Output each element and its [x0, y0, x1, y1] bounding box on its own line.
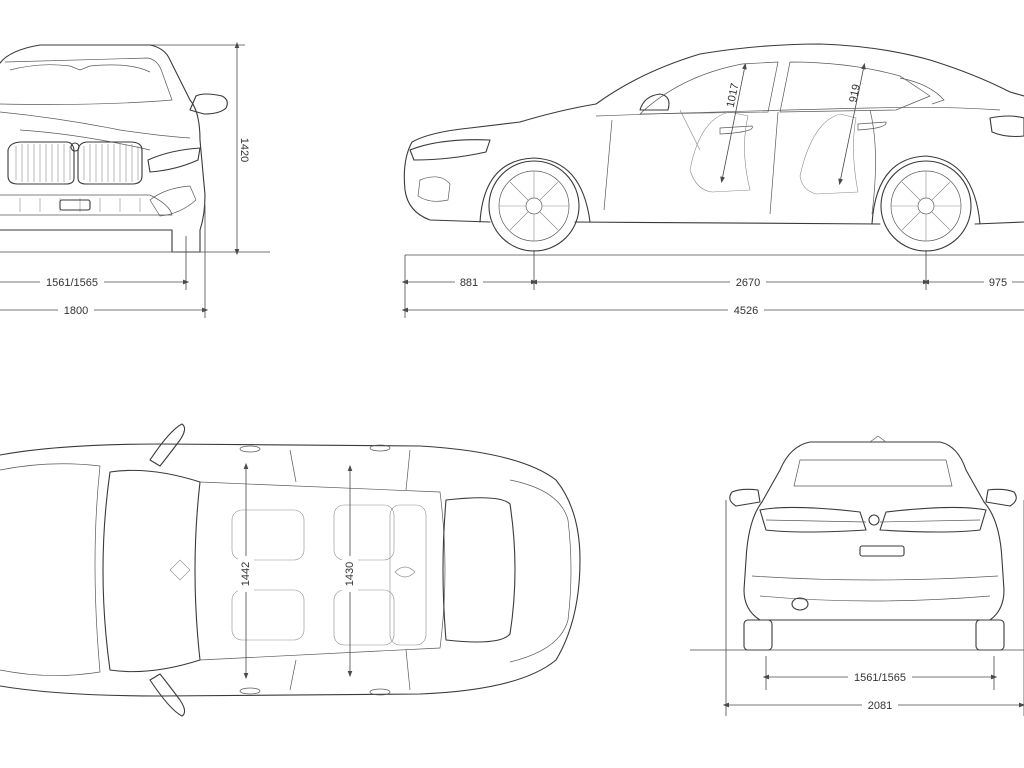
front-width-label: 1800 — [64, 305, 88, 317]
front-overhang-label: 881 — [460, 277, 478, 289]
height-label: 1420 — [238, 138, 250, 162]
side-view-dimensions: 881 2670 975 4526 — [401, 250, 1024, 318]
rear-overhang-label: 975 — [989, 277, 1007, 289]
rear-shoulder-label: 1430 — [344, 562, 356, 586]
front-shoulder-label: 1442 — [240, 562, 252, 586]
rear-headroom-label: 919 — [847, 83, 863, 103]
front-view — [0, 44, 228, 253]
front-headroom-label: 1017 — [725, 82, 742, 108]
rear-view — [729, 435, 1017, 651]
width-with-mirrors-label: 2081 — [868, 700, 892, 712]
length-label: 4526 — [734, 305, 758, 317]
front-view-dimensions: 1420 1561/1565 1800 — [0, 41, 270, 318]
side-view: 1017 919 — [403, 43, 1024, 252]
front-track-label: 1561/1565 — [46, 277, 98, 289]
wheelbase-label: 2670 — [736, 277, 760, 289]
top-view: 1442 1430 — [0, 423, 581, 717]
rear-view-dimensions: 1561/1565 2081 — [690, 500, 1024, 716]
rear-track-label: 1561/1565 — [854, 672, 906, 684]
